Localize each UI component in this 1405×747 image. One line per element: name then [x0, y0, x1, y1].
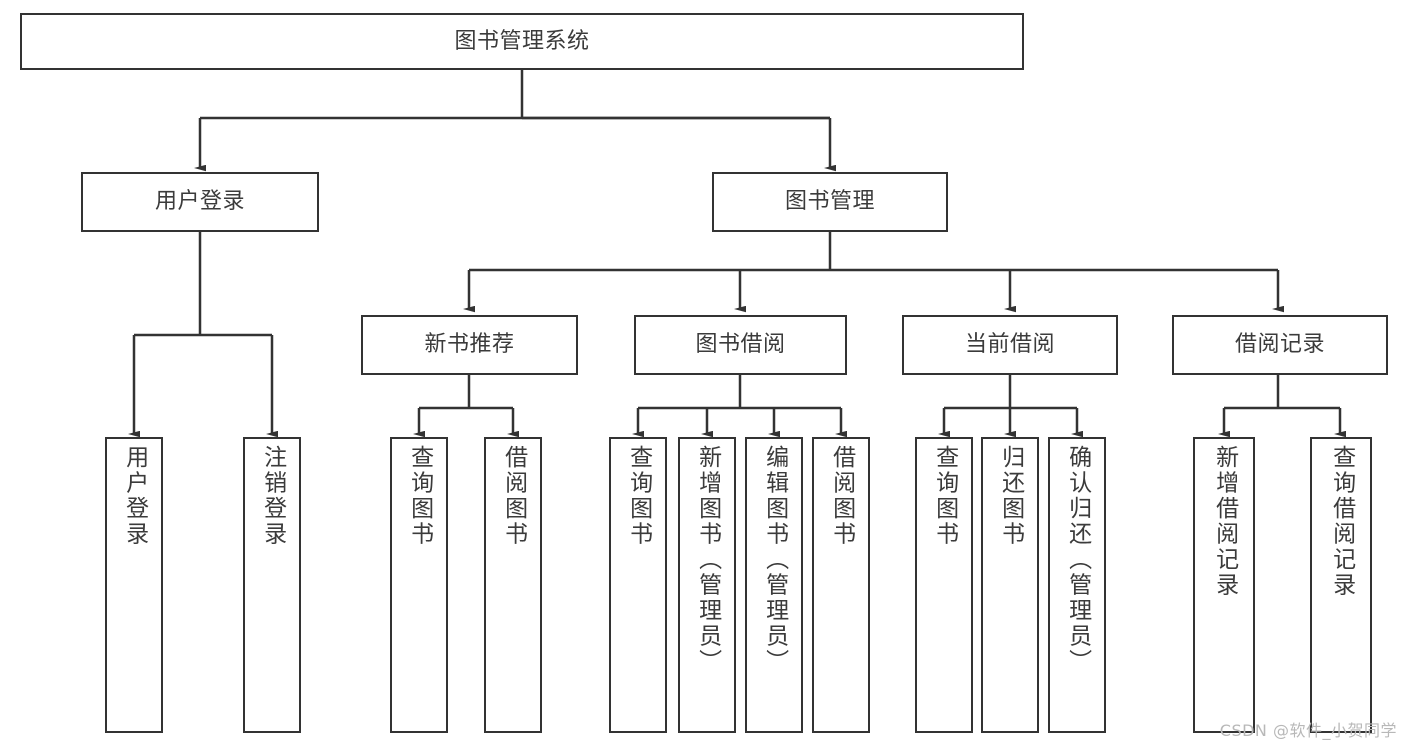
- node-leaf-query-borrow-record[interactable]: 查询借阅记录: [1310, 437, 1372, 733]
- node-leaf-edit-book-admin[interactable]: 编辑图书（管理员）: [745, 437, 803, 733]
- node-label: 新书推荐: [424, 332, 515, 358]
- node-label: 借阅图书: [500, 445, 527, 547]
- node-book-management[interactable]: 图书管理: [712, 172, 948, 232]
- node-label: 查询借阅记录: [1328, 445, 1355, 598]
- node-leaf-add-book-admin[interactable]: 新增图书（管理员）: [678, 437, 736, 733]
- node-label: 归还图书: [997, 445, 1024, 547]
- node-label: 查询图书: [625, 445, 652, 547]
- node-leaf-borrow-book[interactable]: 借阅图书: [812, 437, 870, 733]
- node-label: 借阅图书: [828, 445, 855, 547]
- node-label: 新增图书（管理员）: [694, 445, 721, 675]
- node-label: 查询图书: [406, 445, 433, 547]
- node-leaf-confirm-return-admin[interactable]: 确认归还（管理员）: [1048, 437, 1106, 733]
- node-leaf-logout[interactable]: 注销登录: [243, 437, 301, 733]
- node-label: 图书管理系统: [454, 28, 590, 54]
- node-leaf-return-book[interactable]: 归还图书: [981, 437, 1039, 733]
- node-root-book-management-system[interactable]: 图书管理系统: [20, 13, 1024, 70]
- node-label: 查询图书: [931, 445, 958, 547]
- node-label: 新增借阅记录: [1211, 445, 1238, 598]
- node-leaf-current-query-book[interactable]: 查询图书: [915, 437, 973, 733]
- node-borrow-record[interactable]: 借阅记录: [1172, 315, 1388, 375]
- node-label: 图书管理: [784, 189, 875, 215]
- node-label: 用户登录: [121, 445, 148, 547]
- node-leaf-user-login[interactable]: 用户登录: [105, 437, 163, 733]
- node-label: 编辑图书（管理员）: [761, 445, 788, 675]
- node-leaf-borrow-query-book[interactable]: 查询图书: [609, 437, 667, 733]
- node-book-borrow[interactable]: 图书借阅: [634, 315, 847, 375]
- node-user-login[interactable]: 用户登录: [81, 172, 319, 232]
- node-leaf-recommend-borrow-book[interactable]: 借阅图书: [484, 437, 542, 733]
- node-label: 图书借阅: [695, 332, 786, 358]
- node-current-borrow[interactable]: 当前借阅: [902, 315, 1118, 375]
- node-label: 借阅记录: [1234, 332, 1325, 358]
- node-leaf-add-borrow-record[interactable]: 新增借阅记录: [1193, 437, 1255, 733]
- node-new-book-recommend[interactable]: 新书推荐: [361, 315, 578, 375]
- node-label: 用户登录: [154, 189, 245, 215]
- node-leaf-recommend-query-book[interactable]: 查询图书: [390, 437, 448, 733]
- node-label: 当前借阅: [964, 332, 1055, 358]
- node-label: 确认归还（管理员）: [1064, 445, 1091, 675]
- node-label: 注销登录: [259, 445, 286, 547]
